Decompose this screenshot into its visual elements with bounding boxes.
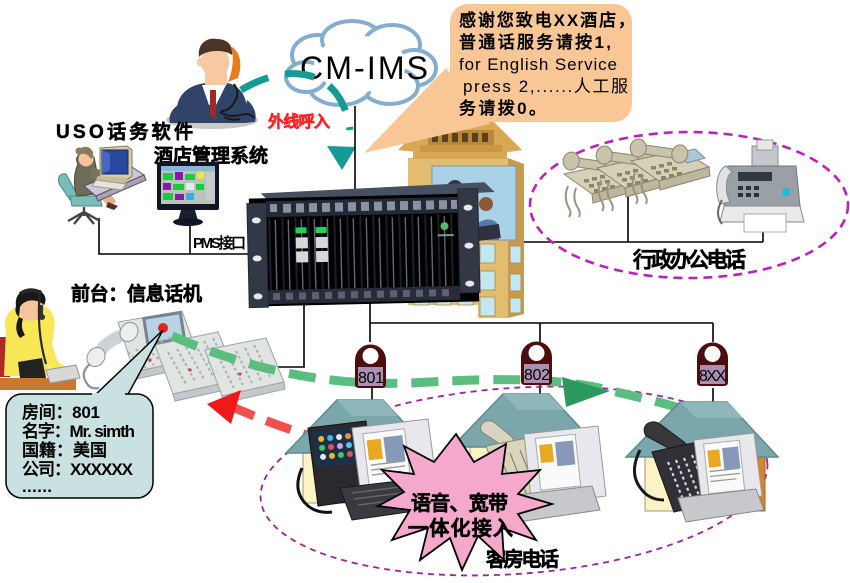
svg-text:务请拨0。: 务请拨0。 (459, 98, 546, 118)
svg-text:USO话务软件: USO话务软件 (56, 120, 193, 143)
svg-text:感谢您致电XX酒店，: 感谢您致电XX酒店， (459, 10, 635, 30)
svg-text:......: ...... (22, 477, 52, 496)
svg-text:8XX: 8XX (699, 368, 726, 385)
svg-text:PMS接口: PMS接口 (193, 234, 246, 252)
svg-text:外线呼入: 外线呼入 (267, 112, 330, 131)
svg-text:酒店管理系统: 酒店管理系统 (154, 144, 268, 167)
svg-text:802: 802 (524, 367, 550, 384)
svg-text:国籍：美国: 国籍：美国 (22, 440, 107, 460)
svg-text:801: 801 (358, 370, 384, 387)
svg-text:房间：801: 房间：801 (22, 402, 100, 422)
svg-text:公司：XXXXXX: 公司：XXXXXX (22, 460, 134, 479)
svg-text:press 2,......人工服: press 2,......人工服 (463, 77, 628, 96)
svg-text:CM-IMS: CM-IMS (300, 50, 428, 86)
svg-text:名字：Mr. simth: 名字：Mr. simth (22, 421, 135, 441)
svg-text:行政办公电话: 行政办公电话 (632, 248, 746, 272)
svg-text:一体化接入: 一体化接入 (408, 516, 513, 540)
svg-text:语音、宽带: 语音、宽带 (411, 491, 508, 515)
svg-text:for English Service: for English Service (459, 55, 617, 74)
svg-text:前台：信息话机: 前台：信息话机 (71, 282, 202, 305)
